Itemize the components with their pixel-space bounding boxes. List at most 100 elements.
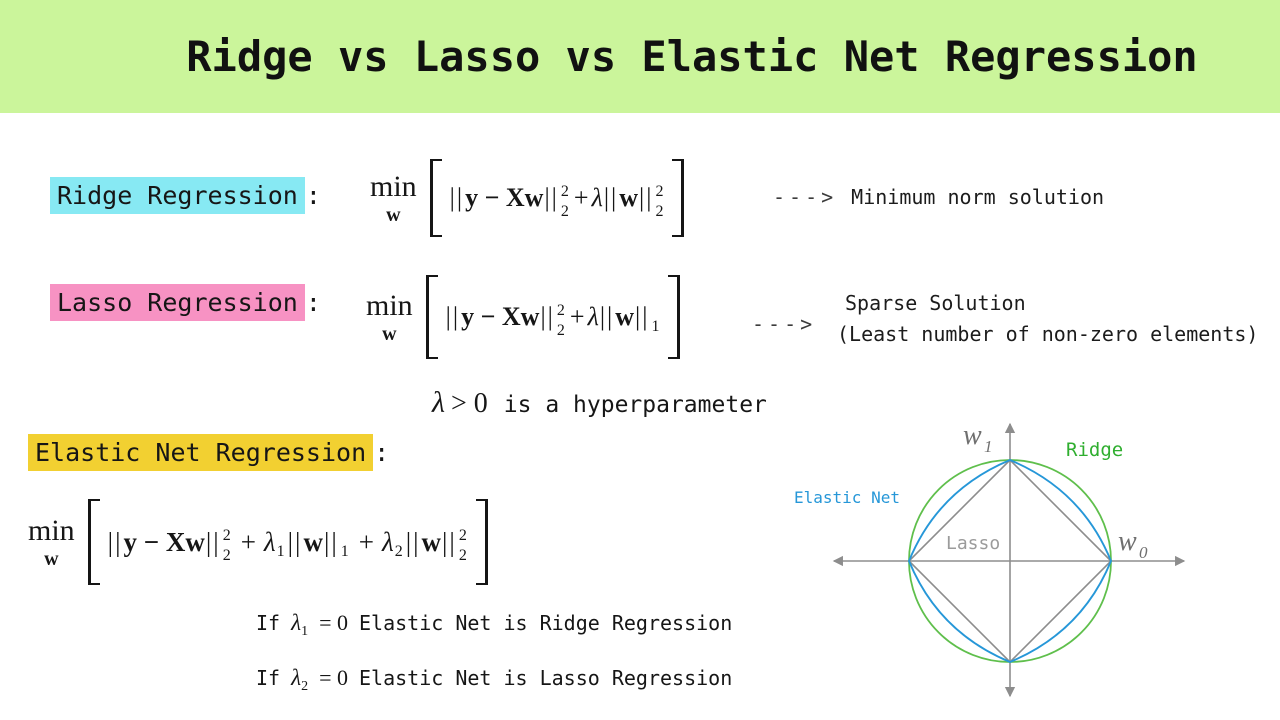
lasso-arrow: ---> <box>752 312 816 336</box>
dashed-arrow: ---> <box>752 312 817 336</box>
lambda-symbol: λ <box>432 386 445 419</box>
norm-bars: || <box>544 183 559 212</box>
lambda2-term: λ2 <box>291 665 308 694</box>
elastic-colon: : <box>374 438 390 467</box>
left-bracket <box>429 159 442 237</box>
norm-bars: || <box>107 526 123 557</box>
w1-axis-subscript: 1 <box>984 437 993 456</box>
ridge-note-text: Minimum norm solution <box>851 185 1105 209</box>
ridge-curve-label: Ridge <box>1066 439 1123 461</box>
w1-axis-label: w <box>963 420 982 451</box>
min-arg-w: w <box>44 547 59 570</box>
norm-bars: || <box>405 526 421 557</box>
norm-bars: || <box>540 302 555 331</box>
condition-text: Elastic Net is Lasso Regression <box>358 666 733 690</box>
norm-bars: || <box>445 302 461 331</box>
ridge-label-highlight: Ridge Regression <box>50 177 305 214</box>
lasso-label-row: Lasso Regression: <box>50 284 321 321</box>
lambda-symbol: λ <box>587 302 599 331</box>
subscript: 2 <box>222 547 231 564</box>
min-text: min <box>366 288 413 322</box>
page-title: Ridge vs Lasso vs Elastic Net Regression <box>186 32 1198 81</box>
lambda-symbol: λ <box>591 183 603 212</box>
lambda-symbol: λ <box>291 665 302 690</box>
right-bracket <box>672 159 685 237</box>
lambda1-term: λ1 <box>291 610 308 639</box>
elastic-label-highlight: Elastic Net Regression <box>28 434 374 471</box>
w0-axis-subscript: 0 <box>1139 543 1148 562</box>
norm-bars: || <box>639 183 654 212</box>
plus-sign: + <box>569 302 585 331</box>
ridge-label-row: Ridge Regression: <box>50 177 321 214</box>
norm-body: w <box>303 526 323 557</box>
superscript: 2 <box>655 183 664 200</box>
lambda2-subscript: 2 <box>394 543 403 560</box>
condition-lasso: If λ2 = 0 Elastic Net is Lasso Regressio… <box>256 665 733 694</box>
lambda-subscript: 2 <box>301 679 309 694</box>
norm-bars: || <box>635 302 650 331</box>
elastic-curve-label: Elastic Net <box>794 488 900 507</box>
lambda-subscript: 1 <box>301 624 309 639</box>
lambda1-symbol: λ <box>263 526 276 557</box>
ridge-colon: : <box>305 181 321 210</box>
min-operator: min w <box>366 288 413 345</box>
elastic-net-curve <box>907 458 1113 664</box>
right-bracket <box>668 275 681 359</box>
lambda1-subscript: 1 <box>276 543 285 560</box>
norm-bars: || <box>323 526 339 557</box>
lambda2-symbol: λ <box>381 526 394 557</box>
relation-text: > 0 <box>451 388 488 419</box>
superscript: 2 <box>560 183 569 200</box>
elastic-label-row: Elastic Net Regression: <box>28 434 390 471</box>
min-text: min <box>28 513 75 547</box>
condition-ridge: If λ1 = 0 Elastic Net is Ridge Regressio… <box>256 610 733 639</box>
if-text: If <box>256 611 281 635</box>
norm-body: y − Xw <box>461 302 540 331</box>
subscript: 2 <box>458 547 467 564</box>
min-operator: min w <box>28 513 75 570</box>
subscript: 2 <box>655 203 664 220</box>
subscript: 1 <box>340 543 349 560</box>
superscript: 2 <box>222 527 231 544</box>
if-text: If <box>256 666 281 690</box>
norm-bars: || <box>603 183 619 212</box>
lasso-label-highlight: Lasso Regression <box>50 284 305 321</box>
constraint-diagram: w 1 w 0 Ridge Elastic Net Lasso <box>794 420 1186 698</box>
norm-body: y − Xw <box>123 526 205 557</box>
left-bracket <box>425 275 438 359</box>
condition-text: Elastic Net is Ridge Regression <box>358 611 733 635</box>
equals-zero: = 0 <box>319 610 348 635</box>
hyperparameter-note: λ > 0 is a hyperparameter <box>432 386 767 420</box>
norm-body: w <box>615 302 635 331</box>
dashed-arrow: ---> <box>773 185 838 209</box>
lasso-curve-label: Lasso <box>946 533 1000 554</box>
norm-bars: || <box>205 526 221 557</box>
norm-body: w <box>619 183 639 212</box>
subscript: 2 <box>556 322 565 339</box>
superscript: 2 <box>458 527 467 544</box>
left-bracket <box>87 499 100 585</box>
plus-sign: + <box>573 183 589 212</box>
lasso-note-line1: Sparse Solution <box>845 291 1026 315</box>
right-bracket <box>475 499 488 585</box>
norm-bars: || <box>442 526 457 557</box>
equals-zero: = 0 <box>319 665 348 690</box>
min-arg-w: w <box>382 322 397 345</box>
hyperparameter-text: is a hyperparameter <box>503 392 767 418</box>
lasso-colon: : <box>305 288 321 317</box>
header-banner: Ridge vs Lasso vs Elastic Net Regression <box>0 0 1280 113</box>
norm-body: y − Xw <box>465 183 544 212</box>
min-operator: min w <box>370 171 417 226</box>
superscript: 2 <box>556 302 565 319</box>
plus-sign: + <box>240 526 256 557</box>
min-arg-w: w <box>386 203 401 226</box>
